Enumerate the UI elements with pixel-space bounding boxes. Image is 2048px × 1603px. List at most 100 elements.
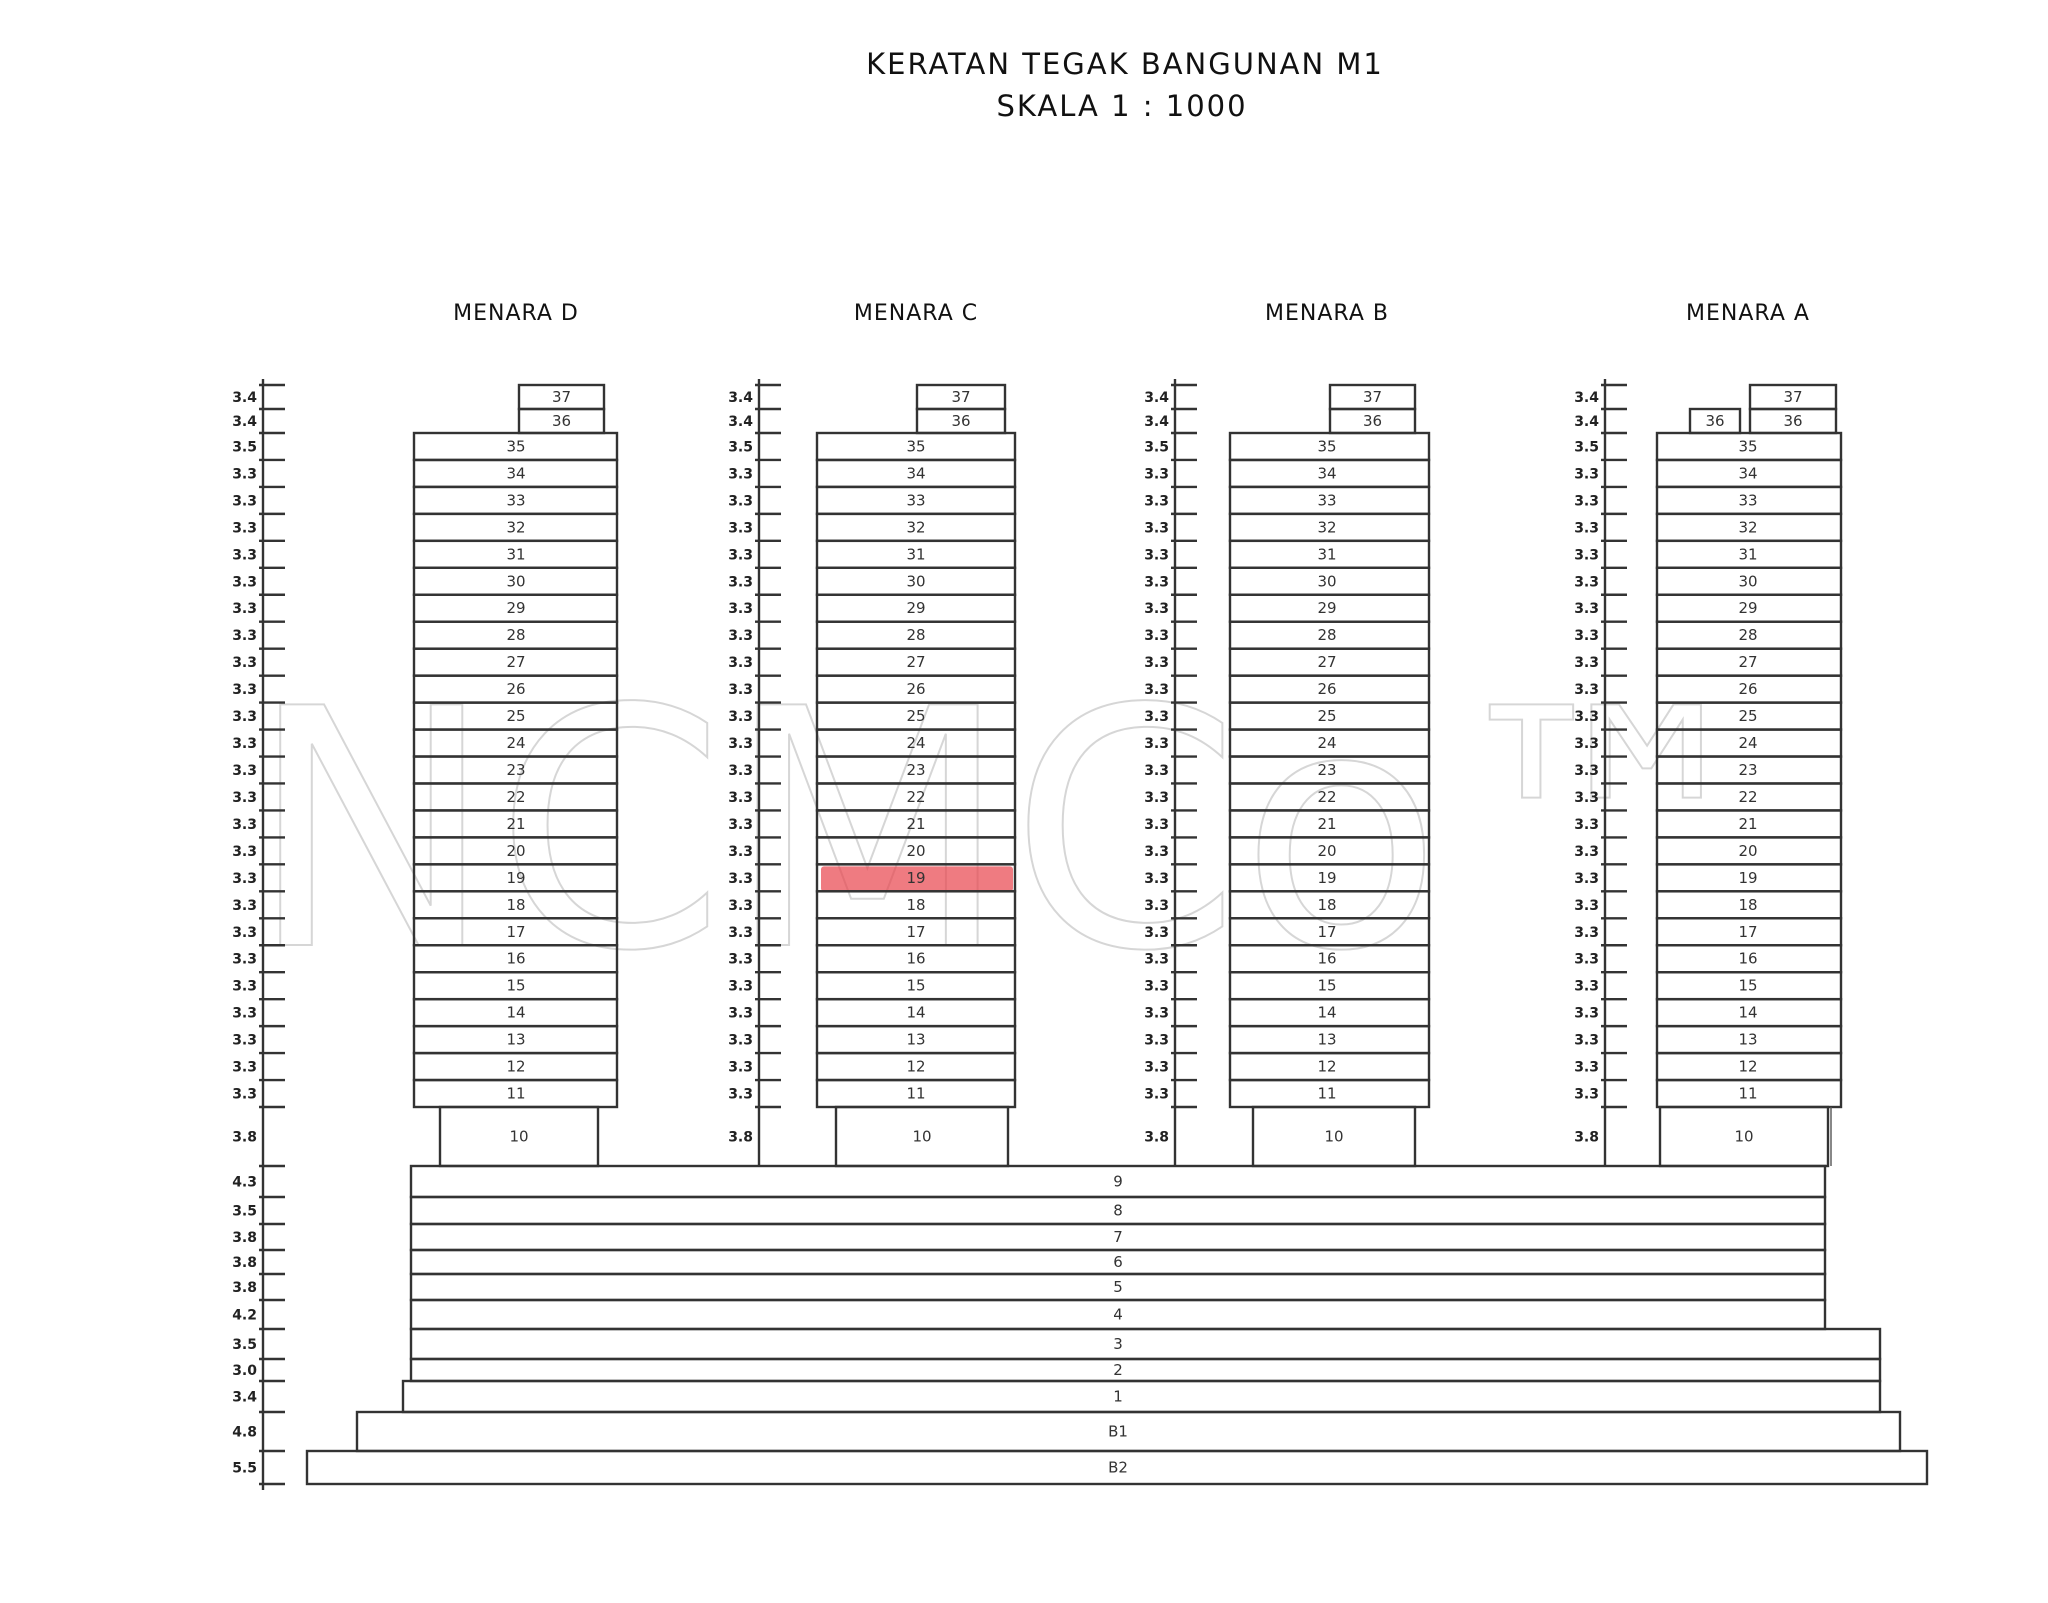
floor-label: 12 [906, 1058, 925, 1076]
floor-label: 29 [1317, 599, 1336, 617]
floor-height-label: 3.3 [1574, 466, 1599, 482]
floor-height-label: 3.3 [232, 1060, 257, 1076]
floor-label: 31 [1738, 545, 1757, 563]
floor-label: 12 [1317, 1058, 1336, 1076]
floor-height-label: 3.3 [1144, 1060, 1169, 1076]
floor-height-label: 3.3 [728, 871, 753, 887]
drawing-scale: SKALA 1 : 1000 [996, 89, 1247, 123]
floor-label: 26 [1738, 680, 1757, 698]
floor-height-label: 3.3 [1144, 628, 1169, 644]
floor-label: 27 [1317, 653, 1336, 671]
floor-height-label: 3.5 [232, 1337, 257, 1353]
floor-height-label: 3.3 [232, 547, 257, 563]
floor-label: 10 [509, 1128, 528, 1146]
floor-label: 36 [1705, 412, 1724, 430]
floor-label: 22 [1738, 788, 1757, 806]
floor-height-label: 3.3 [1144, 871, 1169, 887]
floor-height-label: 3.3 [1144, 547, 1169, 563]
floor-height-label: 3.3 [728, 1060, 753, 1076]
floor-height-label: 3.3 [728, 952, 753, 968]
highlighted-floor [821, 866, 1013, 892]
floor-label: 23 [1738, 761, 1757, 779]
floor-label: 29 [506, 599, 525, 617]
floor-label: 11 [1317, 1085, 1336, 1103]
floor-label: 27 [1738, 653, 1757, 671]
floor-height-label: 3.3 [728, 1033, 753, 1049]
floor-height-label: 3.3 [232, 601, 257, 617]
floor-label: 6 [1113, 1253, 1123, 1271]
floor-height-label: 3.3 [728, 763, 753, 779]
floor-height-label: 3.5 [1144, 439, 1169, 455]
floor-height-label: 3.4 [728, 414, 753, 430]
floor-label: 33 [506, 491, 525, 509]
podium-floor-1 [401, 1379, 1882, 1414]
floor-height-label: 3.3 [728, 520, 753, 536]
floor-height-label: 3.3 [1144, 520, 1169, 536]
floor-height-label: 3.8 [1574, 1130, 1599, 1146]
floor-label: 14 [1738, 1004, 1757, 1022]
floor-label: 22 [906, 788, 925, 806]
floor-label: 15 [506, 977, 525, 995]
floor-label: 36 [1363, 412, 1382, 430]
floor-height-label: 3.4 [232, 1390, 257, 1406]
floor-label: 5 [1113, 1278, 1123, 1296]
floor-label: 20 [1317, 842, 1336, 860]
floor-label: 30 [1317, 572, 1336, 590]
floor-label: 37 [552, 388, 571, 406]
floor-label: 17 [506, 923, 525, 941]
floor-height-label: 3.3 [728, 682, 753, 698]
floor-height-label: 3.3 [1574, 790, 1599, 806]
floor-label: 35 [1317, 437, 1336, 455]
floor-label: 10 [912, 1128, 931, 1146]
floor-height-label: 3.3 [232, 925, 257, 941]
floor-label: 21 [906, 815, 925, 833]
floor-label: 11 [506, 1085, 525, 1103]
tower-menara-a: MENARA A373.436363.4353.5343.3333.3323.3… [1574, 301, 1843, 1168]
floor-label: 22 [506, 788, 525, 806]
floor-height-label: 3.3 [232, 763, 257, 779]
floor-label: 4 [1113, 1306, 1123, 1324]
podium-floor-3 [409, 1327, 1882, 1361]
floor-label: 28 [1317, 626, 1336, 644]
floor-height-label: 4.2 [232, 1308, 257, 1324]
floor-height-label: 3.4 [232, 390, 257, 406]
floor-height-label: 3.3 [1574, 655, 1599, 671]
tower-label: MENARA B [1265, 301, 1389, 326]
floor-label: 28 [506, 626, 525, 644]
floor-label: 21 [1738, 815, 1757, 833]
floor-height-label: 3.3 [728, 547, 753, 563]
floor-label: 31 [506, 545, 525, 563]
floor-height-label: 3.3 [728, 790, 753, 806]
floor-label: 26 [1317, 680, 1336, 698]
floor-height-label: 3.4 [728, 390, 753, 406]
floor-label: 27 [906, 653, 925, 671]
floor-label: 34 [1738, 464, 1757, 482]
floor-label: 21 [506, 815, 525, 833]
floor-height-label: 3.5 [1574, 439, 1599, 455]
floor-height-label: 3.3 [1144, 952, 1169, 968]
floor-label: 32 [906, 518, 925, 536]
floor-label: 20 [1738, 842, 1757, 860]
floor-label: 16 [506, 950, 525, 968]
floor-height-label: 3.3 [728, 925, 753, 941]
floor-height-label: 3.3 [232, 655, 257, 671]
floor-height-label: 3.3 [232, 1033, 257, 1049]
floor-height-label: 3.3 [1574, 736, 1599, 752]
floor-label: 29 [1738, 599, 1757, 617]
floor-label: 14 [1317, 1004, 1336, 1022]
floor-height-label: 3.3 [728, 736, 753, 752]
floor-label: 19 [506, 869, 525, 887]
floor-height-label: 3.4 [232, 414, 257, 430]
floor-height-label: 3.4 [1144, 390, 1169, 406]
floor-label: 18 [906, 896, 925, 914]
floor-label: 35 [906, 437, 925, 455]
floor-height-label: 3.8 [232, 1230, 257, 1246]
floor-height-label: 3.3 [1574, 1087, 1599, 1103]
floor-label: 25 [1738, 707, 1757, 725]
floor-label: 9 [1113, 1173, 1123, 1191]
floor-height-label: 3.3 [1144, 979, 1169, 995]
floor-label: 10 [1734, 1128, 1753, 1146]
floor-label: 30 [1738, 572, 1757, 590]
floor-height-label: 3.3 [1574, 952, 1599, 968]
